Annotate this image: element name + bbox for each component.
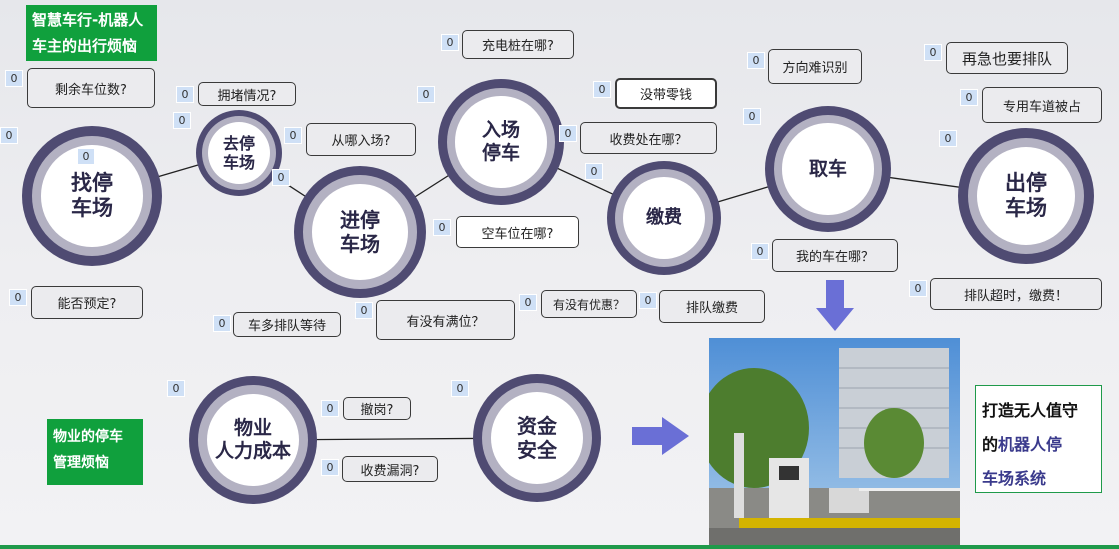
title-badge: 智慧车行-机器人 车主的出行烦恼 — [26, 5, 157, 61]
node-label: 取车 — [782, 123, 874, 215]
solution-line: 车场系统 — [982, 469, 1047, 488]
callout: 充电桩在哪? — [462, 30, 574, 59]
callout: 没带零钱 — [615, 78, 717, 109]
count-badge: 0 — [909, 280, 927, 297]
callout: 能否预定? — [31, 286, 143, 319]
callout: 收费处在哪？ — [580, 122, 717, 154]
count-badge: 0 — [176, 86, 194, 103]
count-badge: 0 — [960, 89, 978, 106]
callout: 排队超时，缴费！ — [930, 278, 1102, 310]
arrow-down-icon — [816, 280, 854, 331]
count-badge: 0 — [924, 44, 942, 61]
solution-text: 的 — [982, 435, 999, 454]
callout: 排队缴费 — [659, 290, 765, 323]
callout: 再急也要排队 — [946, 42, 1068, 74]
title-line: 管理烦恼 — [53, 455, 109, 471]
node-payment: 缴费 — [607, 161, 721, 275]
node-label: 找停 车场 — [41, 145, 143, 247]
count-badge: 0 — [939, 130, 957, 147]
solution-line: 的机器人停 — [982, 428, 1095, 462]
node-find-parking: 找停 车场 — [22, 126, 162, 266]
bottom-divider — [0, 545, 1119, 549]
node-label: 资金 安全 — [490, 391, 584, 485]
count-badge: 0 — [213, 315, 231, 332]
node-go-parking: 去停 车场 — [196, 110, 282, 196]
solution-line: 打造无人值守 — [982, 401, 1079, 420]
node-label: 入场 停车 — [455, 96, 547, 188]
callout: 有没有满位？ — [376, 300, 515, 340]
node-pickup: 取车 — [765, 106, 891, 232]
count-badge: 0 — [451, 380, 469, 397]
callout: 剩余车位数? — [27, 68, 155, 108]
count-badge: 0 — [355, 302, 373, 319]
callout: 有没有优惠？ — [541, 290, 637, 318]
count-badge: 0 — [321, 459, 339, 476]
node-entry-parking: 入场 停车 — [438, 79, 564, 205]
count-badge: 0 — [0, 127, 18, 144]
count-badge: 0 — [77, 148, 95, 165]
count-badge: 0 — [167, 380, 185, 397]
title-line: 车主的出行烦恼 — [32, 37, 138, 55]
count-badge: 0 — [743, 108, 761, 125]
title-line: 智慧车行-机器人 — [32, 11, 144, 29]
callout: 方向难识别 — [768, 49, 862, 84]
node-label: 出停 车场 — [976, 146, 1076, 246]
parking-lot-photo — [709, 338, 960, 546]
count-badge: 0 — [321, 400, 339, 417]
count-badge: 0 — [519, 294, 537, 311]
callout: 撤岗? — [343, 397, 411, 420]
solution-box: 打造无人值守 的机器人停 车场系统 — [975, 385, 1102, 493]
callout: 车多排队等待 — [233, 312, 341, 337]
count-badge: 0 — [593, 81, 611, 98]
node-label: 去停 车场 — [207, 121, 271, 185]
callout: 我的车在哪？ — [772, 239, 898, 272]
management-badge: 物业的停车 管理烦恼 — [47, 419, 143, 485]
callout: 空车位在哪? — [456, 216, 579, 248]
node-exit-parking: 出停 车场 — [958, 128, 1094, 264]
arrow-right-icon — [632, 417, 689, 455]
count-badge: 0 — [284, 127, 302, 144]
count-badge: 0 — [639, 292, 657, 309]
count-badge: 0 — [9, 289, 27, 306]
title-line: 物业的停车 — [53, 429, 123, 445]
callout: 拥堵情况? — [198, 82, 296, 106]
count-badge: 0 — [559, 125, 577, 142]
count-badge: 0 — [585, 163, 603, 180]
node-funds-safety: 资金 安全 — [473, 374, 601, 502]
count-badge: 0 — [433, 219, 451, 236]
node-labor-cost: 物业 人力成本 — [189, 376, 317, 504]
count-badge: 0 — [173, 112, 191, 129]
solution-highlight: 机器人停 — [998, 435, 1063, 454]
node-enter-parking: 进停 车场 — [294, 166, 426, 298]
node-label: 缴费 — [622, 176, 706, 260]
callout: 从哪入场? — [306, 123, 416, 156]
count-badge: 0 — [747, 52, 765, 69]
count-badge: 0 — [751, 243, 769, 260]
count-badge: 0 — [417, 86, 435, 103]
callout: 收费漏洞? — [342, 456, 438, 482]
count-badge: 0 — [5, 70, 23, 87]
callout: 专用车道被占 — [982, 87, 1102, 123]
node-label: 进停 车场 — [312, 184, 408, 280]
count-badge: 0 — [441, 34, 459, 51]
node-label: 物业 人力成本 — [206, 393, 300, 487]
count-badge: 0 — [272, 169, 290, 186]
